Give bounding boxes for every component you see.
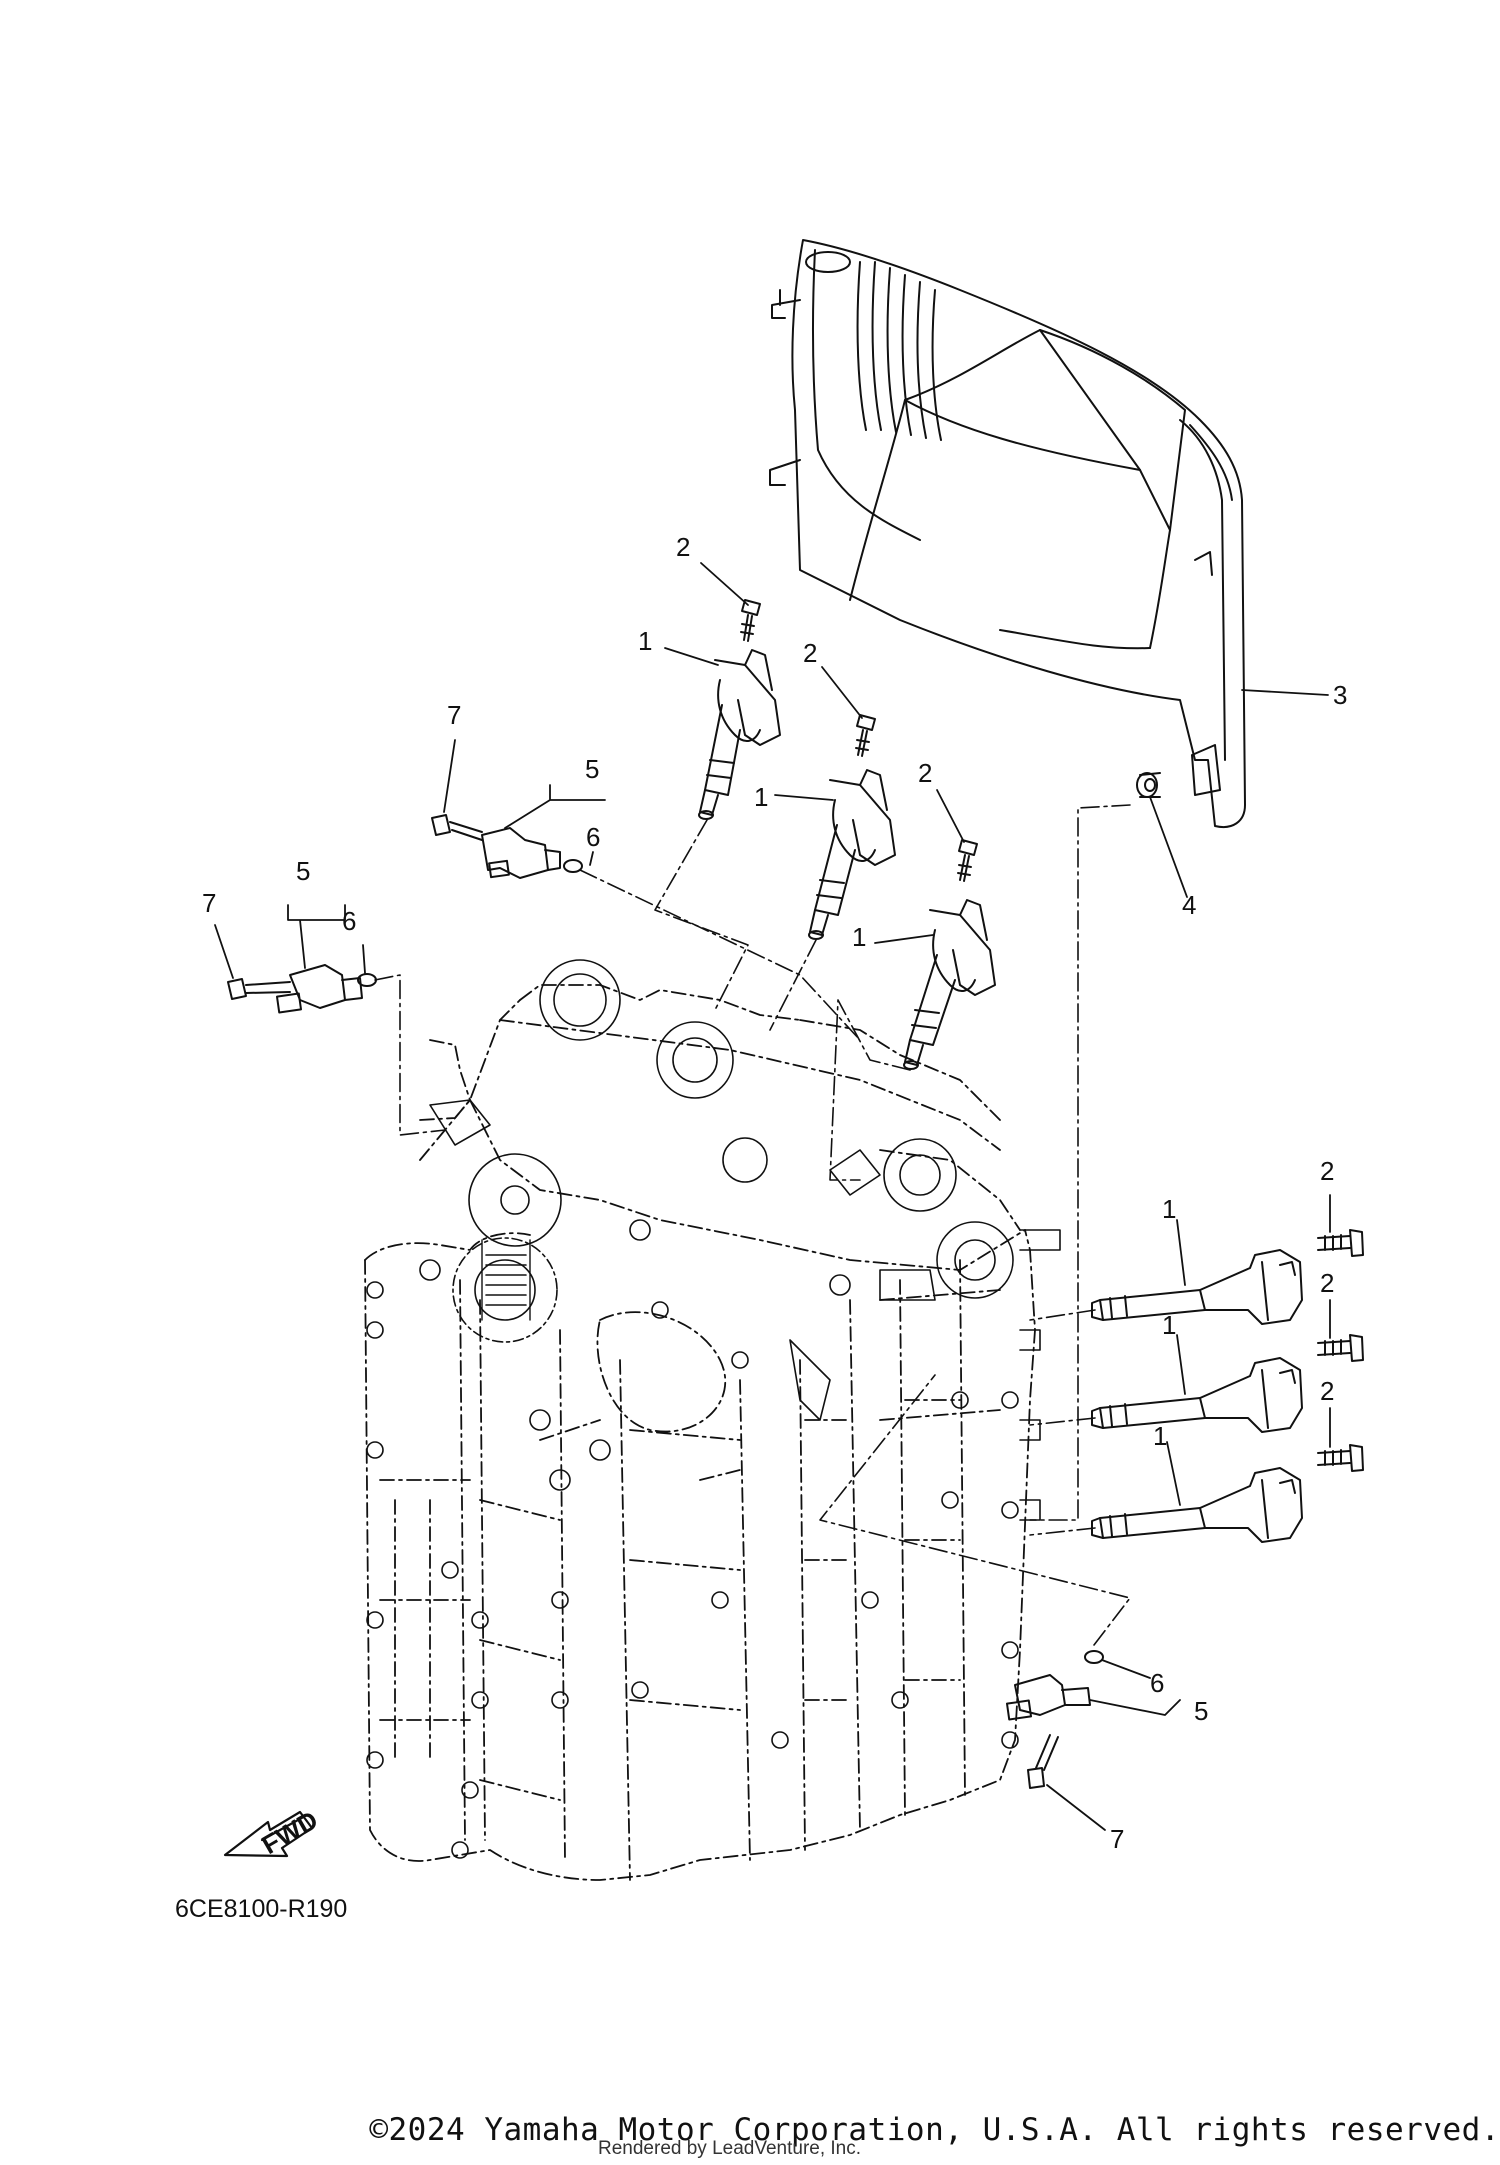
sensor-upper xyxy=(481,827,561,879)
engine-block-outline xyxy=(364,984,1036,1881)
callout-5-lower: 5 xyxy=(1194,1696,1208,1726)
ignition-coil-right-1 xyxy=(1091,1249,1303,1325)
bolt-sensor-lower xyxy=(1027,1734,1059,1789)
callout-2-right-a: 2 xyxy=(1320,1156,1334,1186)
bolt-right-3 xyxy=(1317,1444,1364,1472)
bolt-sensor-left xyxy=(227,978,291,1000)
engine-block-details xyxy=(366,959,1061,1859)
callout-2-top-a: 2 xyxy=(676,532,690,562)
bolt-sensor-upper xyxy=(431,814,483,841)
bolt-right-2 xyxy=(1317,1334,1364,1362)
callout-7-lower: 7 xyxy=(1110,1824,1124,1854)
fwd-label: FWD xyxy=(257,1805,323,1861)
callout-2-right-c: 2 xyxy=(1320,1376,1334,1406)
callout-7-left: 7 xyxy=(202,888,216,918)
ignition-coil-top-1 xyxy=(698,649,781,820)
diagram-reference-code: 6CE8100-R190 xyxy=(175,1895,347,1923)
callout-1-top-a: 1 xyxy=(638,626,652,656)
ignition-coil-top-2 xyxy=(808,769,896,940)
callout-6-lower: 6 xyxy=(1150,1668,1164,1698)
callout-2-top-c: 2 xyxy=(918,758,932,788)
callout-3: 3 xyxy=(1333,680,1347,710)
callout-2-right-b: 2 xyxy=(1320,1268,1334,1298)
callout-leaders xyxy=(214,562,1331,1831)
callout-labels: 1 1 1 1 1 1 2 2 2 2 2 2 3 4 5 5 5 6 6 6 … xyxy=(175,532,1347,1923)
callout-2-top-b: 2 xyxy=(803,638,817,668)
bolt-top-3 xyxy=(957,839,978,882)
callout-1-right-b: 1 xyxy=(1162,1310,1176,1340)
engine-top-cover xyxy=(769,239,1246,828)
bolt-right-1 xyxy=(1317,1229,1364,1257)
sensor-lower xyxy=(1005,1674,1091,1721)
callout-5-upper: 5 xyxy=(585,754,599,784)
o-ring-upper xyxy=(563,859,583,873)
ignition-coil-top-3 xyxy=(903,899,996,1070)
callout-7-upper: 7 xyxy=(447,700,461,730)
ignition-coil-right-2 xyxy=(1091,1357,1303,1433)
bolt-top-2 xyxy=(855,714,876,757)
sensor-left xyxy=(275,964,363,1014)
ignition-coil-right-3 xyxy=(1091,1467,1303,1543)
callout-1-right-a: 1 xyxy=(1162,1194,1176,1224)
callout-6-left: 6 xyxy=(342,906,356,936)
grommet xyxy=(1136,772,1161,798)
callout-5-left: 5 xyxy=(296,856,310,886)
fwd-arrow-icon xyxy=(223,1810,314,1858)
callout-1-right-c: 1 xyxy=(1153,1421,1167,1451)
copyright-notice: ©2024 Yamaha Motor Corporation, U.S.A. A… xyxy=(369,2112,1500,2148)
callout-6-upper: 6 xyxy=(586,822,600,852)
callout-1-top-b: 1 xyxy=(754,782,768,812)
rendered-by-credit: Rendered by LeadVenture, Inc. xyxy=(598,2138,862,2159)
o-ring-lower xyxy=(1084,1650,1104,1664)
assembly-lines xyxy=(374,804,1131,1646)
callout-4: 4 xyxy=(1182,890,1196,920)
callout-1-top-c: 1 xyxy=(852,922,866,952)
bolt-top-1 xyxy=(740,599,761,642)
